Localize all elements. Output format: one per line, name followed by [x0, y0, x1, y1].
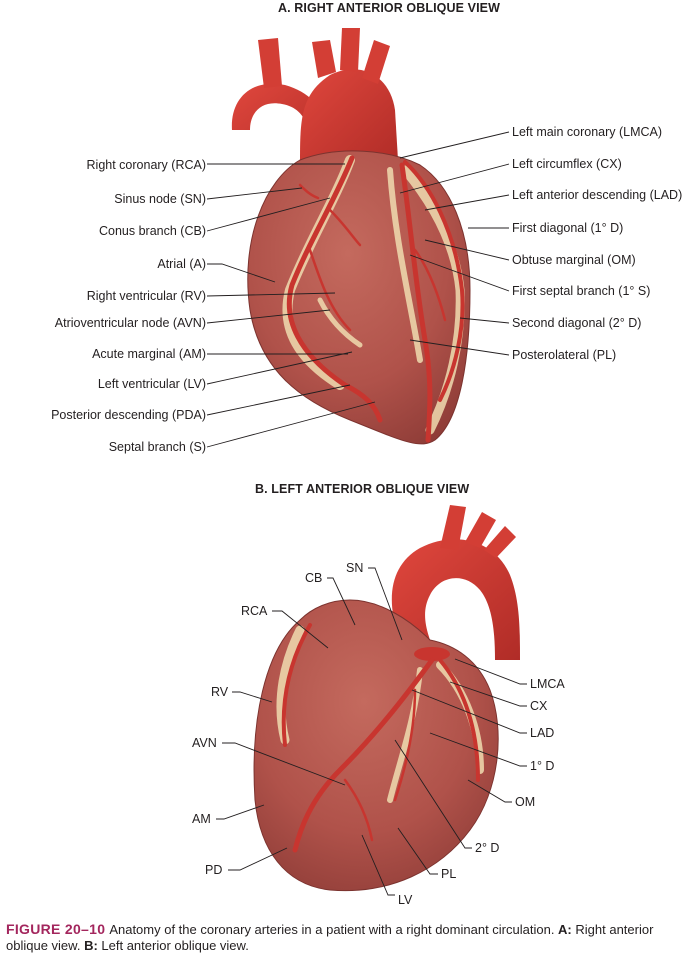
label-first-septal: First septal branch (1° S)	[512, 284, 651, 298]
label-b-2d: 2° D	[475, 841, 500, 855]
heart-body-b	[253, 599, 499, 892]
rca-vessel-a	[286, 155, 383, 423]
label-rca: Right coronary (RCA)	[86, 158, 206, 172]
view-b-title: B. LEFT ANTERIOR OBLIQUE VIEW	[255, 482, 470, 496]
aorta-a-ascending	[300, 69, 398, 165]
caption-b-label: B:	[84, 938, 98, 953]
label-lmca: Left main coronary (LMCA)	[512, 125, 663, 139]
label-posterolateral: Posterolateral (PL)	[512, 348, 617, 362]
label-obtuse-marginal: Obtuse marginal (OM)	[512, 253, 636, 267]
label-b-sn: SN	[346, 561, 364, 575]
caption-a-label: A:	[558, 922, 572, 937]
label-b-am: AM	[192, 812, 211, 826]
caption-text-3: Left anterior oblique view.	[97, 938, 249, 953]
aortic-branch-3	[362, 40, 390, 84]
aortic-branch-4	[258, 38, 282, 88]
heart-view-b	[253, 505, 520, 892]
caption-text-2: Right anterior oblique view.	[6, 922, 654, 953]
aortic-branch-b3	[484, 526, 516, 558]
label-b-pd: PD	[205, 863, 223, 877]
leader-lines-b	[216, 567, 527, 896]
lad-vessel-b	[292, 657, 435, 853]
label-b-om: OM	[515, 795, 536, 809]
label-pda: Posterior descending (PDA)	[51, 408, 206, 422]
view-a-title: A. RIGHT ANTERIOR OBLIQUE VIEW	[278, 1, 500, 15]
label-second-diagonal: Second diagonal (2° D)	[512, 316, 642, 330]
aortic-branch-2	[340, 28, 360, 72]
label-rv: Right ventricular (RV)	[86, 289, 206, 303]
label-am: Acute marginal (AM)	[92, 347, 206, 361]
leader-lines-a-right	[399, 131, 510, 356]
aorta-b	[391, 539, 520, 660]
leader-lines-a-left	[206, 163, 376, 448]
cx-vessel-a	[403, 160, 465, 402]
label-first-diagonal: First diagonal (1° D)	[512, 221, 624, 235]
label-lv: Left ventricular (LV)	[97, 377, 206, 391]
label-b-lad: LAD	[530, 726, 555, 740]
heart-view-a	[231, 28, 471, 445]
label-lad: Left anterior descending (LAD)	[512, 188, 683, 202]
label-b-avn: AVN	[192, 736, 217, 750]
label-b-cx: CX	[530, 699, 548, 713]
caption-text-1: Anatomy of the coronary arteries in a pa…	[109, 922, 559, 937]
aortic-branch-1	[312, 40, 336, 78]
label-b-lmca: LMCA	[530, 677, 565, 691]
label-b-pl: PL	[441, 867, 457, 881]
label-atrial: Atrial (A)	[157, 257, 206, 271]
label-avn: Atrioventricular node (AVN)	[54, 316, 206, 330]
label-sn: Sinus node (SN)	[114, 192, 206, 206]
label-b-1d: 1° D	[530, 759, 555, 773]
aortic-branch-b1	[440, 505, 466, 550]
label-b-rca: RCA	[241, 604, 268, 618]
figure-number: FIGURE 20–10	[6, 921, 106, 937]
label-b-lv: LV	[398, 893, 413, 907]
lad-vessel-a	[399, 162, 433, 443]
label-b-cb: CB	[305, 571, 323, 585]
heart-body-a	[247, 150, 471, 445]
rca-vessel-b	[281, 623, 312, 747]
label-cb: Conus branch (CB)	[99, 224, 206, 238]
label-septal: Septal branch (S)	[108, 440, 206, 454]
aortic-branch-b2	[465, 512, 496, 548]
label-cx: Left circumflex (CX)	[512, 157, 622, 171]
label-b-rv: RV	[211, 685, 229, 699]
